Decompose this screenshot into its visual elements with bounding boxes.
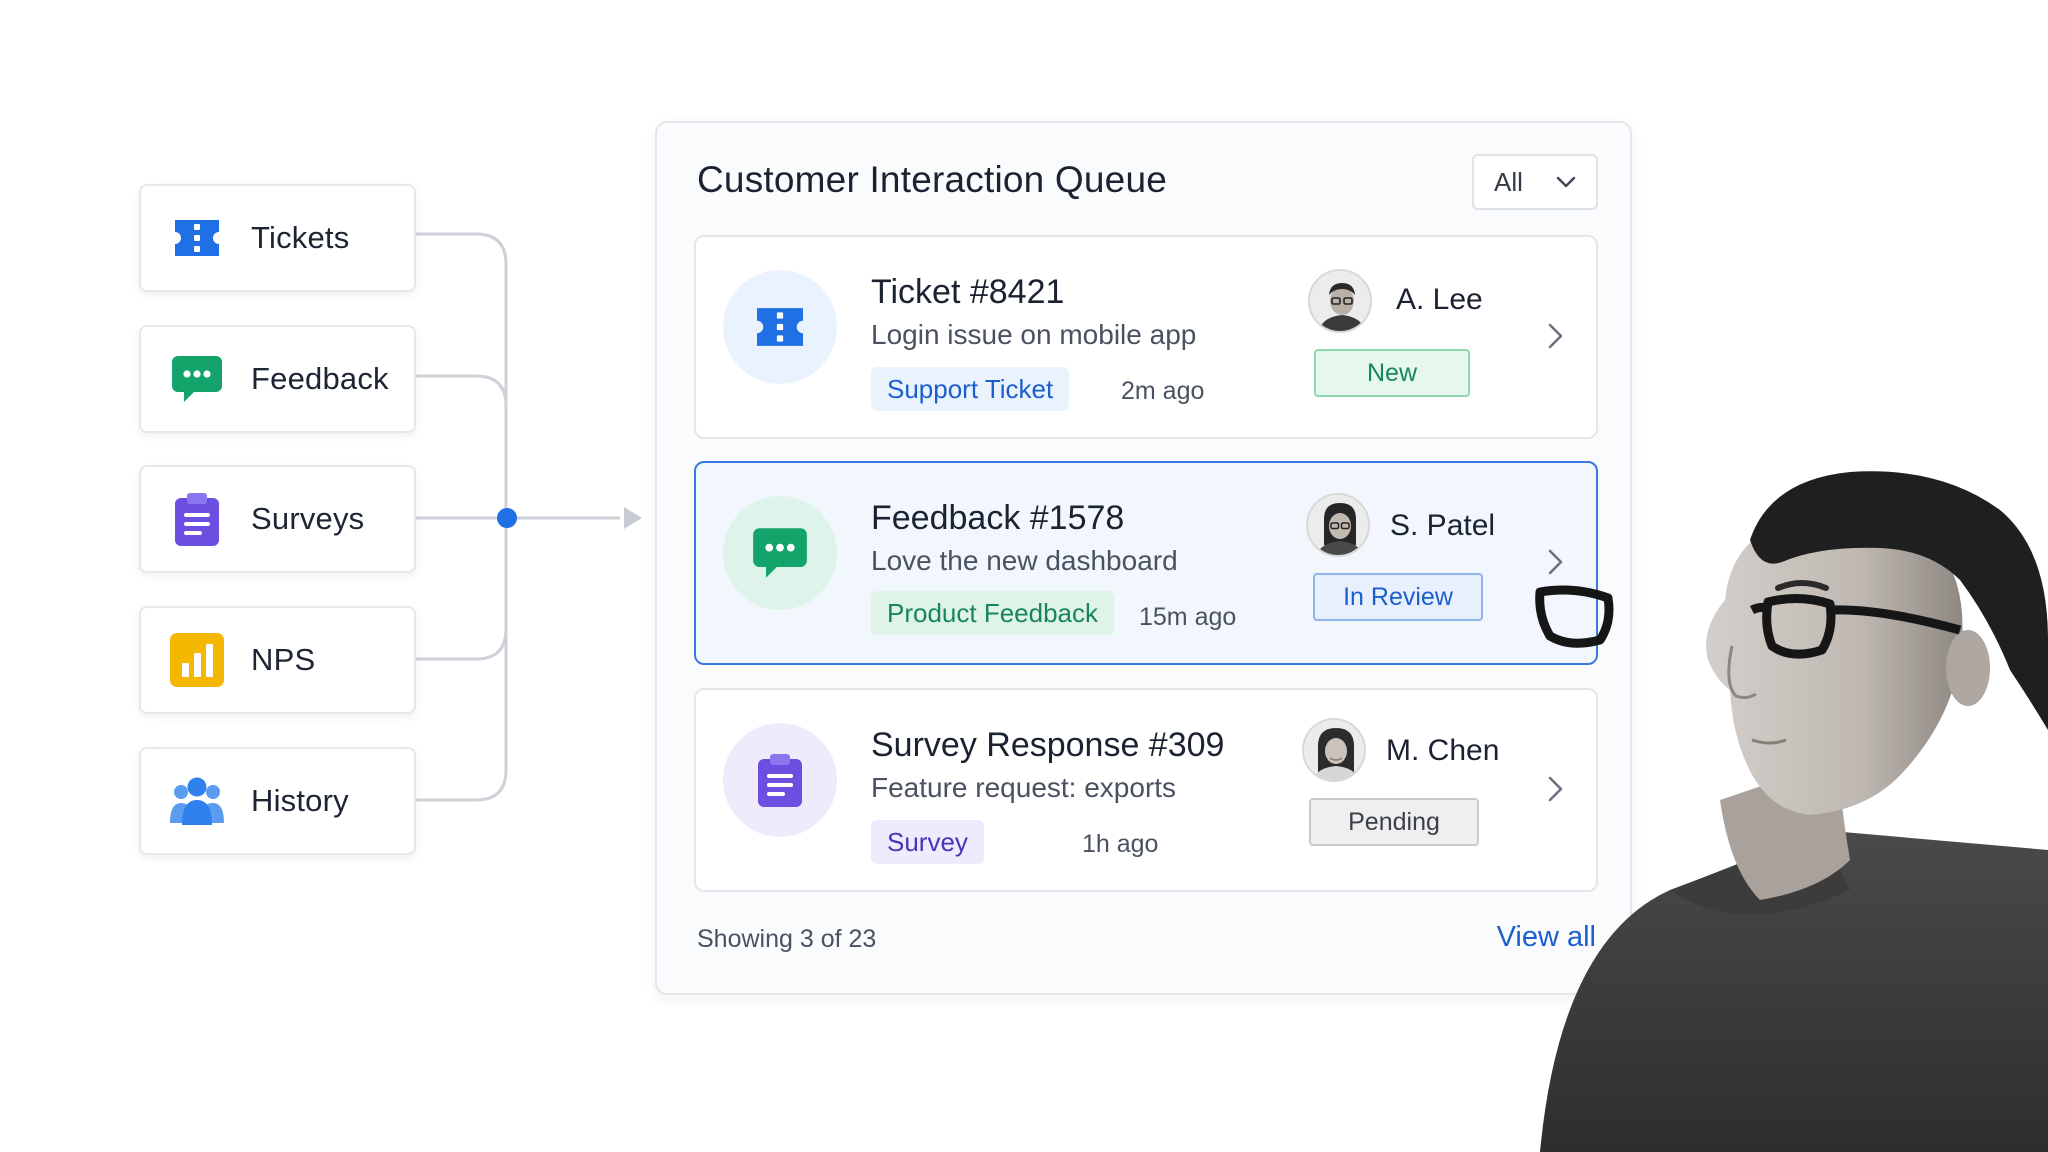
clipboard-icon xyxy=(169,491,225,547)
source-nps[interactable]: NPS xyxy=(139,606,416,714)
queue-item-assignee: A. Lee xyxy=(1396,283,1483,316)
queue-item-feedback[interactable]: Feedback #1578 Love the new dashboard Pr… xyxy=(694,461,1598,665)
queue-item-time: 15m ago xyxy=(1139,603,1237,631)
chat-bubble-icon xyxy=(723,496,837,610)
filter-dropdown[interactable]: All xyxy=(1472,154,1598,210)
avatar xyxy=(1302,718,1366,782)
queue-item-tag: Product Feedback xyxy=(871,591,1115,635)
ticket-icon xyxy=(169,210,225,266)
chevron-right-icon xyxy=(1548,549,1563,575)
status-badge: Pending xyxy=(1309,798,1479,846)
chat-bubble-icon xyxy=(169,351,225,407)
queue-item-title: Feedback #1578 xyxy=(871,499,1125,537)
status-badge: New xyxy=(1314,349,1470,397)
source-history[interactable]: History xyxy=(139,747,416,855)
queue-item-title: Ticket #8421 xyxy=(871,273,1065,311)
queue-item-subtitle: Love the new dashboard xyxy=(871,545,1178,576)
status-badge: In Review xyxy=(1313,573,1483,621)
source-label: NPS xyxy=(251,642,316,677)
source-label: History xyxy=(251,783,349,818)
queue-item-ticket[interactable]: Ticket #8421 Login issue on mobile app S… xyxy=(694,235,1598,439)
source-label: Tickets xyxy=(251,220,350,255)
source-label: Feedback xyxy=(251,361,389,396)
queue-item-time: 1h ago xyxy=(1082,830,1159,858)
queue-item-assignee: M. Chen xyxy=(1386,734,1500,767)
results-count: Showing 3 of 23 xyxy=(697,925,877,953)
connector-hub-dot xyxy=(497,508,517,528)
person-photo xyxy=(1535,471,2048,1152)
source-feedback[interactable]: Feedback xyxy=(139,325,416,433)
view-all-link[interactable]: View all xyxy=(1496,921,1596,953)
users-icon xyxy=(169,773,225,829)
ticket-icon xyxy=(723,270,837,384)
chevron-right-icon xyxy=(1548,776,1563,802)
avatar xyxy=(1308,269,1372,333)
bar-chart-icon xyxy=(169,632,225,688)
avatar xyxy=(1306,493,1370,557)
clipboard-icon xyxy=(723,723,837,837)
source-label: Surveys xyxy=(251,501,365,536)
chevron-right-icon xyxy=(1548,323,1563,349)
queue-item-subtitle: Feature request: exports xyxy=(871,772,1177,803)
queue-item-title: Survey Response #309 xyxy=(871,726,1225,764)
panel-title: Customer Interaction Queue xyxy=(697,159,1167,200)
source-surveys[interactable]: Surveys xyxy=(139,465,416,573)
queue-item-tag: Survey xyxy=(871,820,984,864)
filter-selected-value: All xyxy=(1494,166,1523,197)
source-tickets[interactable]: Tickets xyxy=(139,184,416,292)
chevron-down-icon xyxy=(1556,176,1576,188)
queue-item-tag: Support Ticket xyxy=(871,367,1070,411)
queue-item-assignee: S. Patel xyxy=(1390,509,1496,542)
queue-item-survey[interactable]: Survey Response #309 Feature request: ex… xyxy=(694,688,1598,892)
interaction-queue-panel: Customer Interaction Queue All Ticket #8… xyxy=(655,121,1632,995)
queue-item-subtitle: Login issue on mobile app xyxy=(871,319,1197,350)
queue-item-time: 2m ago xyxy=(1121,377,1205,405)
